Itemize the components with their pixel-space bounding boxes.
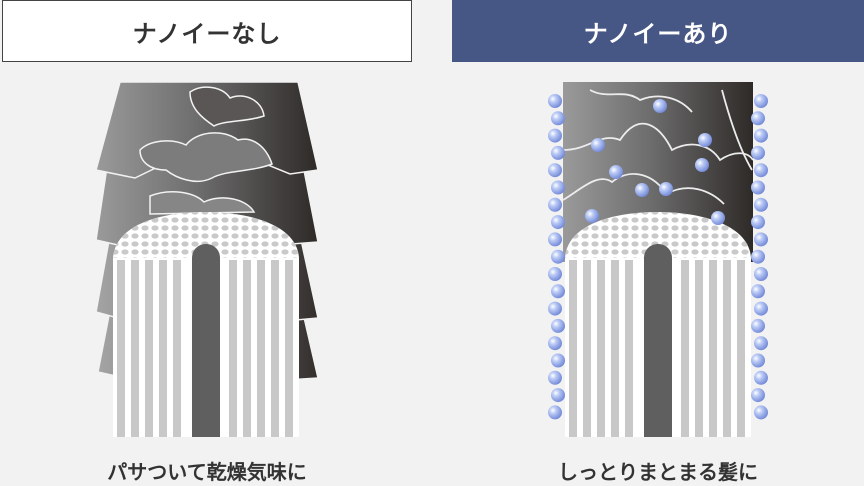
nanoe-particle: [551, 145, 565, 160]
nanoe-particle: [695, 158, 709, 172]
nanoe-particle: [548, 336, 562, 351]
header-without-nanoe: ナノイーなし: [2, 0, 412, 62]
nanoe-particle: [751, 318, 765, 333]
nanoe-particle: [548, 405, 562, 420]
nanoe-particle: [659, 182, 673, 196]
nanoe-particle: [751, 215, 765, 230]
nanoe-particle: [548, 163, 562, 178]
nanoe-particle: [591, 138, 605, 152]
nanoe-particle: [751, 145, 765, 160]
nanoe-particle: [548, 128, 562, 143]
nanoe-particle: [609, 165, 623, 179]
medulla-core: [192, 244, 220, 437]
nanoe-particle: [548, 232, 562, 247]
nanoe-particle: [551, 318, 565, 333]
nanoe-particle: [551, 215, 565, 230]
nanoe-particle: [551, 249, 565, 264]
nanoe-particles: [548, 94, 768, 420]
nanoe-particle: [751, 388, 765, 403]
nanoe-particle: [754, 94, 768, 108]
nanoe-particle: [551, 388, 565, 403]
nanoe-particle: [751, 353, 765, 368]
nanoe-particle: [751, 111, 765, 126]
nanoe-particle: [751, 180, 765, 195]
nanoe-particle: [548, 94, 562, 108]
nanoe-particle: [551, 111, 565, 126]
nanoe-particle: [754, 405, 768, 420]
moisturized-hair-illustration: [548, 82, 768, 437]
nanoe-particle: [551, 284, 565, 299]
caption-with-nanoe: しっとりまとまる髪に: [558, 459, 758, 484]
nanoe-particle: [635, 183, 649, 197]
damaged-hair-illustration: [95, 81, 319, 437]
nanoe-particle: [754, 267, 768, 281]
nanoe-particle: [754, 128, 768, 143]
nanoe-particle: [754, 197, 768, 212]
nanoe-particle: [551, 353, 565, 368]
nanoe-particle: [548, 301, 562, 316]
nanoe-particle: [751, 249, 765, 264]
medulla-core: [644, 244, 672, 437]
header-with-nanoe: ナノイーあり: [452, 0, 864, 62]
nanoe-particle: [711, 211, 725, 225]
nanoe-particle: [653, 99, 667, 113]
nanoe-particle: [754, 163, 768, 178]
nanoe-particle: [548, 267, 562, 281]
nanoe-particle: [751, 284, 765, 299]
nanoe-particle: [698, 133, 712, 147]
nanoe-particle: [754, 336, 768, 351]
nanoe-particle: [754, 301, 768, 316]
caption-without-nanoe: パサついて乾燥気味に: [107, 459, 307, 484]
nanoe-particle: [551, 180, 565, 195]
nanoe-particle: [754, 232, 768, 247]
nanoe-particle: [585, 209, 599, 223]
nanoe-particle: [548, 370, 562, 385]
nanoe-particle: [754, 370, 768, 385]
nanoe-particle: [548, 197, 562, 212]
